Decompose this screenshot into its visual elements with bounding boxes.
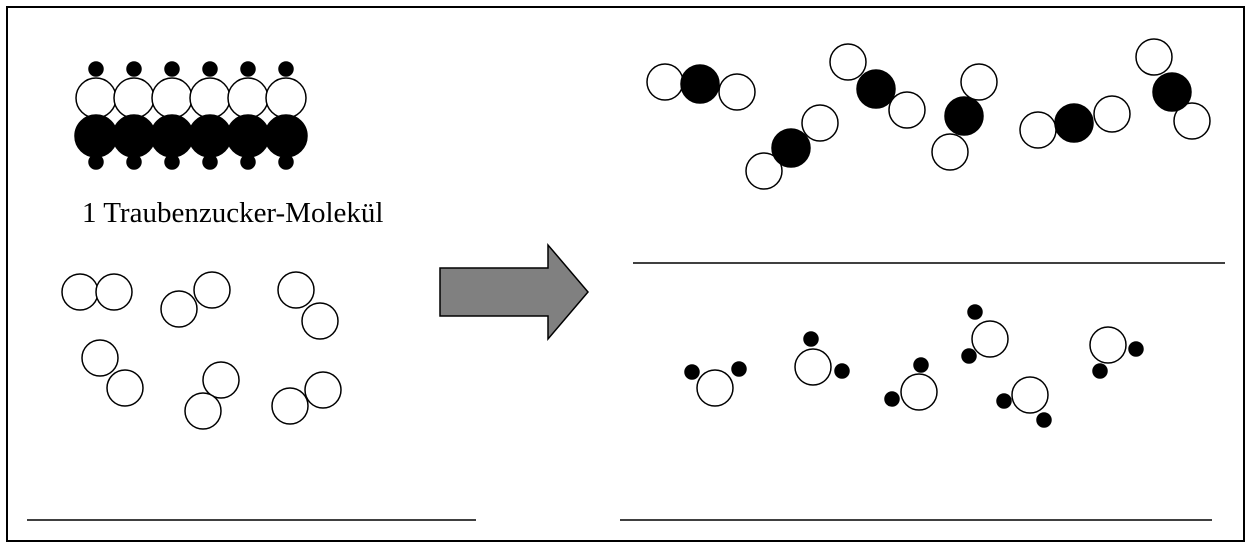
oxygen-atom bbox=[277, 271, 315, 309]
carbon-atom bbox=[680, 64, 720, 104]
carbon-atom bbox=[856, 69, 896, 109]
hydrogen-atom bbox=[126, 154, 142, 170]
hydrogen-atom bbox=[1036, 412, 1052, 428]
oxygen-atom bbox=[794, 348, 832, 386]
oxygen-atom bbox=[1135, 38, 1173, 76]
oxygen-atom bbox=[304, 371, 342, 409]
hydrogen-atom bbox=[240, 154, 256, 170]
hydrogen-atom bbox=[684, 364, 700, 380]
glucose-molecule bbox=[74, 61, 308, 170]
oxygen-atom bbox=[1173, 102, 1211, 140]
oxygen-atom bbox=[801, 104, 839, 142]
carbon-atom bbox=[112, 114, 156, 158]
oxygen-atom bbox=[227, 77, 269, 119]
oxygen-atom bbox=[900, 373, 938, 411]
hydrogen-atom bbox=[1128, 341, 1144, 357]
hydrogen-atom bbox=[803, 331, 819, 347]
hydrogen-atom bbox=[202, 61, 218, 77]
oxygen-atom bbox=[301, 302, 339, 340]
hydrogen-atom bbox=[278, 61, 294, 77]
carbon-atom bbox=[771, 128, 811, 168]
hydrogen-atom bbox=[240, 61, 256, 77]
carbon-dioxide-molecules-group bbox=[646, 38, 1211, 190]
carbon-atom bbox=[264, 114, 308, 158]
outer-frame bbox=[6, 6, 1245, 542]
oxygen-atom bbox=[1011, 376, 1049, 414]
carbon-atom bbox=[944, 96, 984, 136]
oxygen-atom bbox=[1019, 111, 1057, 149]
carbon-atom bbox=[188, 114, 232, 158]
hydrogen-atom bbox=[278, 154, 294, 170]
hydrogen-atom bbox=[164, 154, 180, 170]
water-molecules-group bbox=[684, 304, 1144, 428]
oxygen-atom bbox=[888, 91, 926, 129]
hydrogen-atom bbox=[164, 61, 180, 77]
hydrogen-atom bbox=[88, 154, 104, 170]
oxygen-atom bbox=[184, 392, 222, 430]
hydrogen-atom bbox=[996, 393, 1012, 409]
oxygen-atom bbox=[81, 339, 119, 377]
oxygen-atom bbox=[75, 77, 117, 119]
hydrogen-atom bbox=[967, 304, 983, 320]
oxygen-atom bbox=[971, 320, 1009, 358]
oxygen-atom bbox=[265, 77, 307, 119]
oxygen-atom bbox=[1093, 95, 1131, 133]
oxygen-atom bbox=[193, 271, 231, 309]
oxygen-atom bbox=[113, 77, 155, 119]
carbon-atom bbox=[226, 114, 270, 158]
oxygen-atom bbox=[931, 133, 969, 171]
oxygen-atom bbox=[829, 43, 867, 81]
reaction-arrow bbox=[439, 242, 589, 342]
oxygen-atom bbox=[646, 63, 684, 101]
hydrogen-atom bbox=[961, 348, 977, 364]
glucose-label: 1 Traubenzucker-Molekül bbox=[82, 197, 383, 229]
oxygen-atom bbox=[61, 273, 99, 311]
oxygen-atom bbox=[718, 73, 756, 111]
hydrogen-atom bbox=[834, 363, 850, 379]
hydrogen-atom bbox=[913, 357, 929, 373]
oxygen-atom bbox=[960, 63, 998, 101]
oxygen-atom bbox=[151, 77, 193, 119]
hydrogen-atom bbox=[884, 391, 900, 407]
oxygen-atom bbox=[106, 369, 144, 407]
oxygen-molecules-group bbox=[61, 271, 342, 430]
oxygen-atom bbox=[202, 361, 240, 399]
hydrogen-atom bbox=[731, 361, 747, 377]
oxygen-atom bbox=[745, 152, 783, 190]
hydrogen-atom bbox=[126, 61, 142, 77]
oxygen-atom bbox=[696, 369, 734, 407]
carbon-atom bbox=[1054, 103, 1094, 143]
carbon-atom bbox=[74, 114, 118, 158]
oxygen-atom bbox=[160, 290, 198, 328]
hydrogen-atom bbox=[1092, 363, 1108, 379]
oxygen-atom bbox=[95, 273, 133, 311]
carbon-atom bbox=[1152, 72, 1192, 112]
oxygen-atom bbox=[1089, 326, 1127, 364]
oxygen-atom bbox=[189, 77, 231, 119]
carbon-atom bbox=[150, 114, 194, 158]
hydrogen-atom bbox=[88, 61, 104, 77]
hydrogen-atom bbox=[202, 154, 218, 170]
oxygen-atom bbox=[271, 387, 309, 425]
